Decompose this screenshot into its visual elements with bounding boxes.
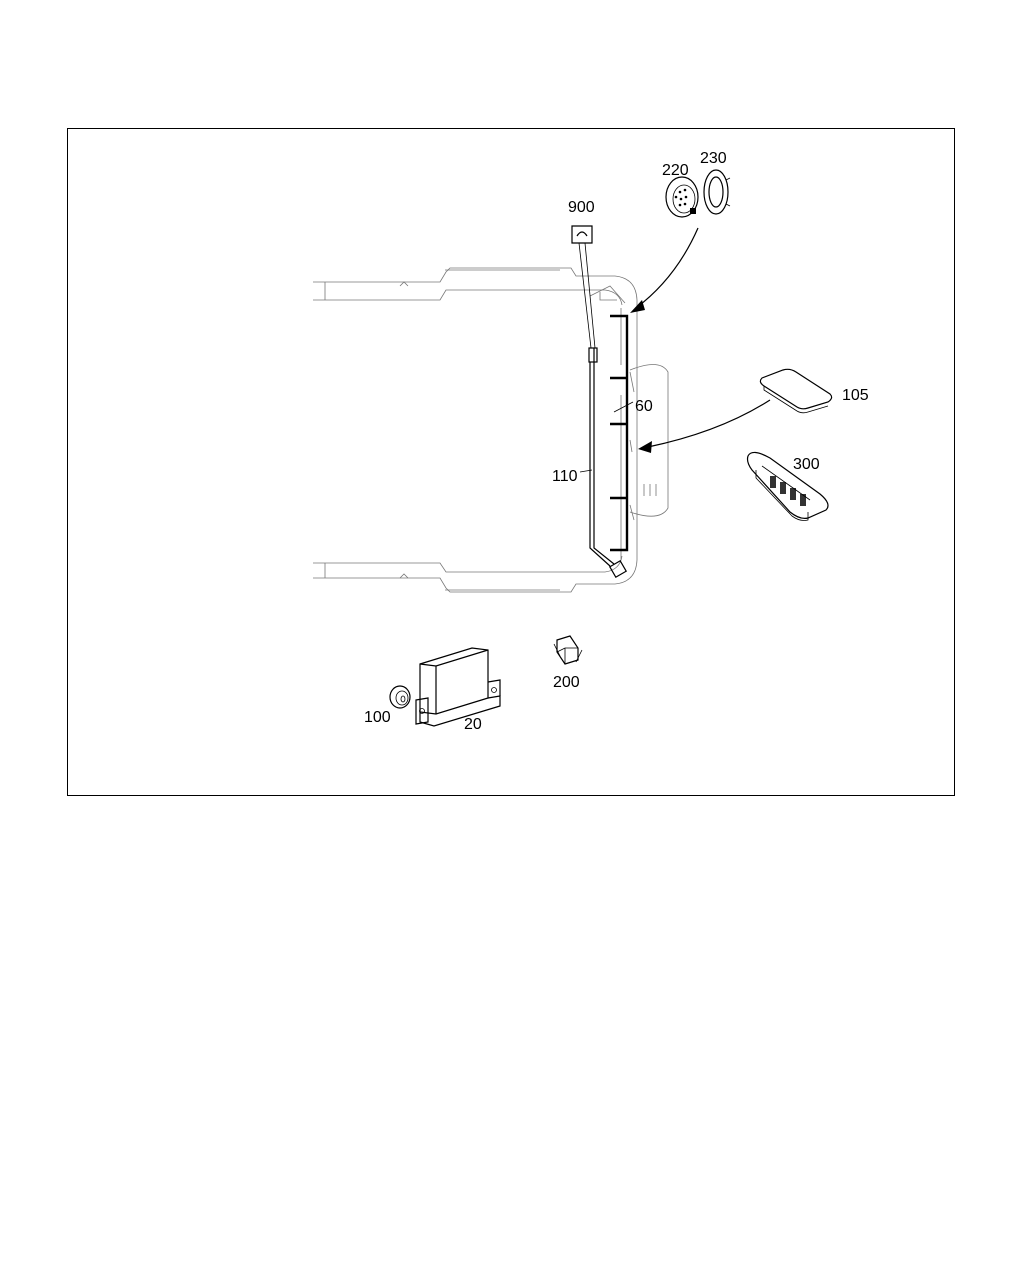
callout-105: 105 [842, 387, 869, 404]
control-unit-20 [415, 647, 501, 727]
lamp-part-300 [746, 451, 829, 521]
rail-part-60 [610, 314, 629, 552]
ring-part-230 [703, 169, 731, 215]
leader-lines [579, 401, 634, 473]
callout-300: 300 [793, 456, 820, 473]
callout-110: 110 [552, 468, 578, 485]
callout-100: 100 [364, 709, 391, 726]
connector-900 [571, 225, 593, 244]
clip-part-200 [553, 635, 583, 665]
callout-900: 900 [568, 199, 595, 216]
arrow-to-rail [630, 227, 699, 313]
pad-part-105 [759, 368, 833, 414]
disc-part-220 [665, 176, 699, 218]
grommet-part-100 [389, 685, 411, 709]
diagram-frame [67, 128, 955, 796]
callout-60: 60 [635, 398, 653, 415]
vehicle-frame-outline [313, 267, 669, 593]
callout-220: 220 [662, 162, 689, 179]
callout-230: 230 [700, 150, 727, 167]
callout-20: 20 [464, 716, 482, 733]
callout-200: 200 [553, 674, 580, 691]
arrow-to-housing [638, 399, 771, 453]
wire-harness-110 [578, 242, 628, 579]
